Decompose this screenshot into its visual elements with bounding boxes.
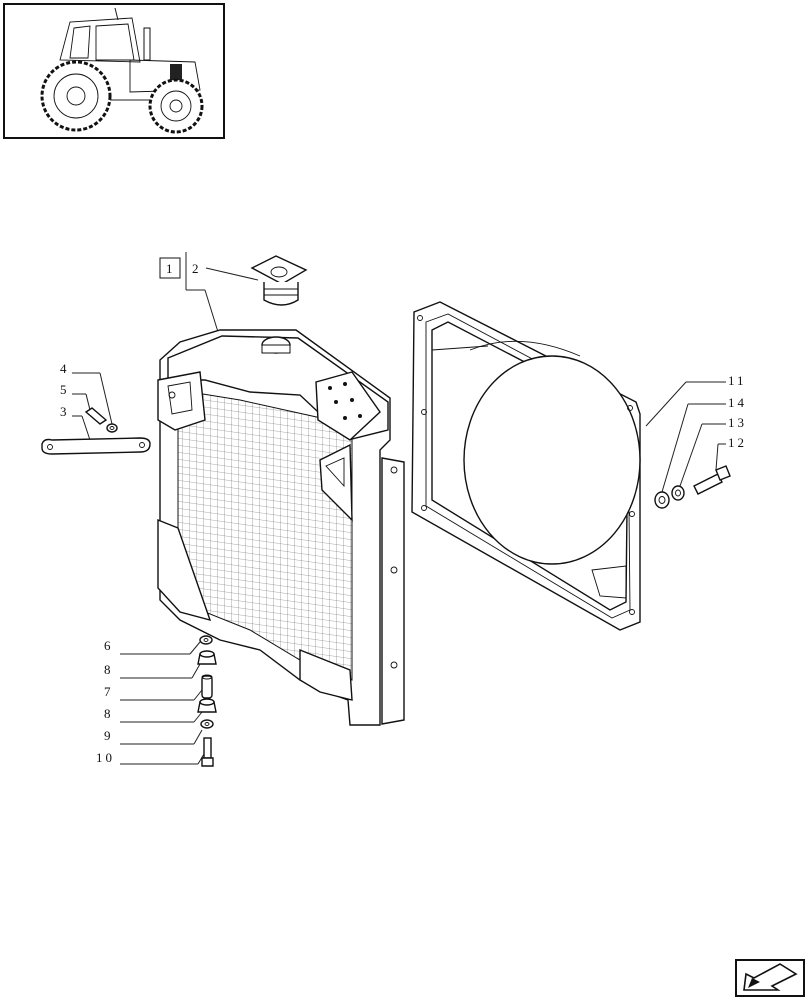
callout-4: 4 (60, 361, 70, 376)
callout-10: 10 (96, 750, 115, 765)
tractor-thumbnail (3, 3, 225, 139)
washer-9 (200, 719, 214, 729)
callout-13: 13 (728, 415, 747, 430)
callout-6: 6 (104, 638, 114, 653)
bolt-12 (693, 465, 731, 495)
fan-shroud (411, 301, 641, 631)
callout-8a: 8 (104, 662, 114, 677)
callout-group-1-2: 1 2 (159, 252, 259, 333)
callout-group-13-12: 13 12 (679, 415, 747, 487)
callout-12: 12 (728, 435, 747, 450)
callout-11: 11 (728, 373, 747, 388)
callout-7: 7 (104, 684, 114, 699)
rubber-mount-8-upper (197, 650, 217, 665)
support-bar-3 (41, 437, 151, 455)
rubber-mount-8-lower (197, 698, 217, 713)
callout-group-bottom: 6 8 7 8 9 10 (96, 638, 205, 765)
next-page-arrow-icon[interactable] (735, 959, 805, 997)
callout-3: 3 (60, 404, 70, 419)
bolt-10 (201, 737, 214, 767)
callout-group-11-14: 11 14 (645, 373, 747, 493)
callout-14: 14 (728, 395, 747, 410)
callout-group-3-4-5: 4 5 3 (60, 361, 113, 441)
spacer-7 (201, 674, 213, 699)
washer-14 (654, 491, 670, 509)
radiator (157, 329, 405, 726)
callout-5: 5 (60, 382, 70, 397)
washer-4 (106, 423, 118, 433)
callout-1: 1 (166, 261, 176, 276)
callout-9: 9 (104, 728, 114, 743)
washer-6 (199, 635, 213, 645)
callout-2: 2 (192, 261, 202, 276)
bolt-5 (84, 407, 108, 425)
lock-washer-13 (671, 485, 685, 501)
radiator-cap (250, 255, 308, 306)
callout-8b: 8 (104, 706, 114, 721)
